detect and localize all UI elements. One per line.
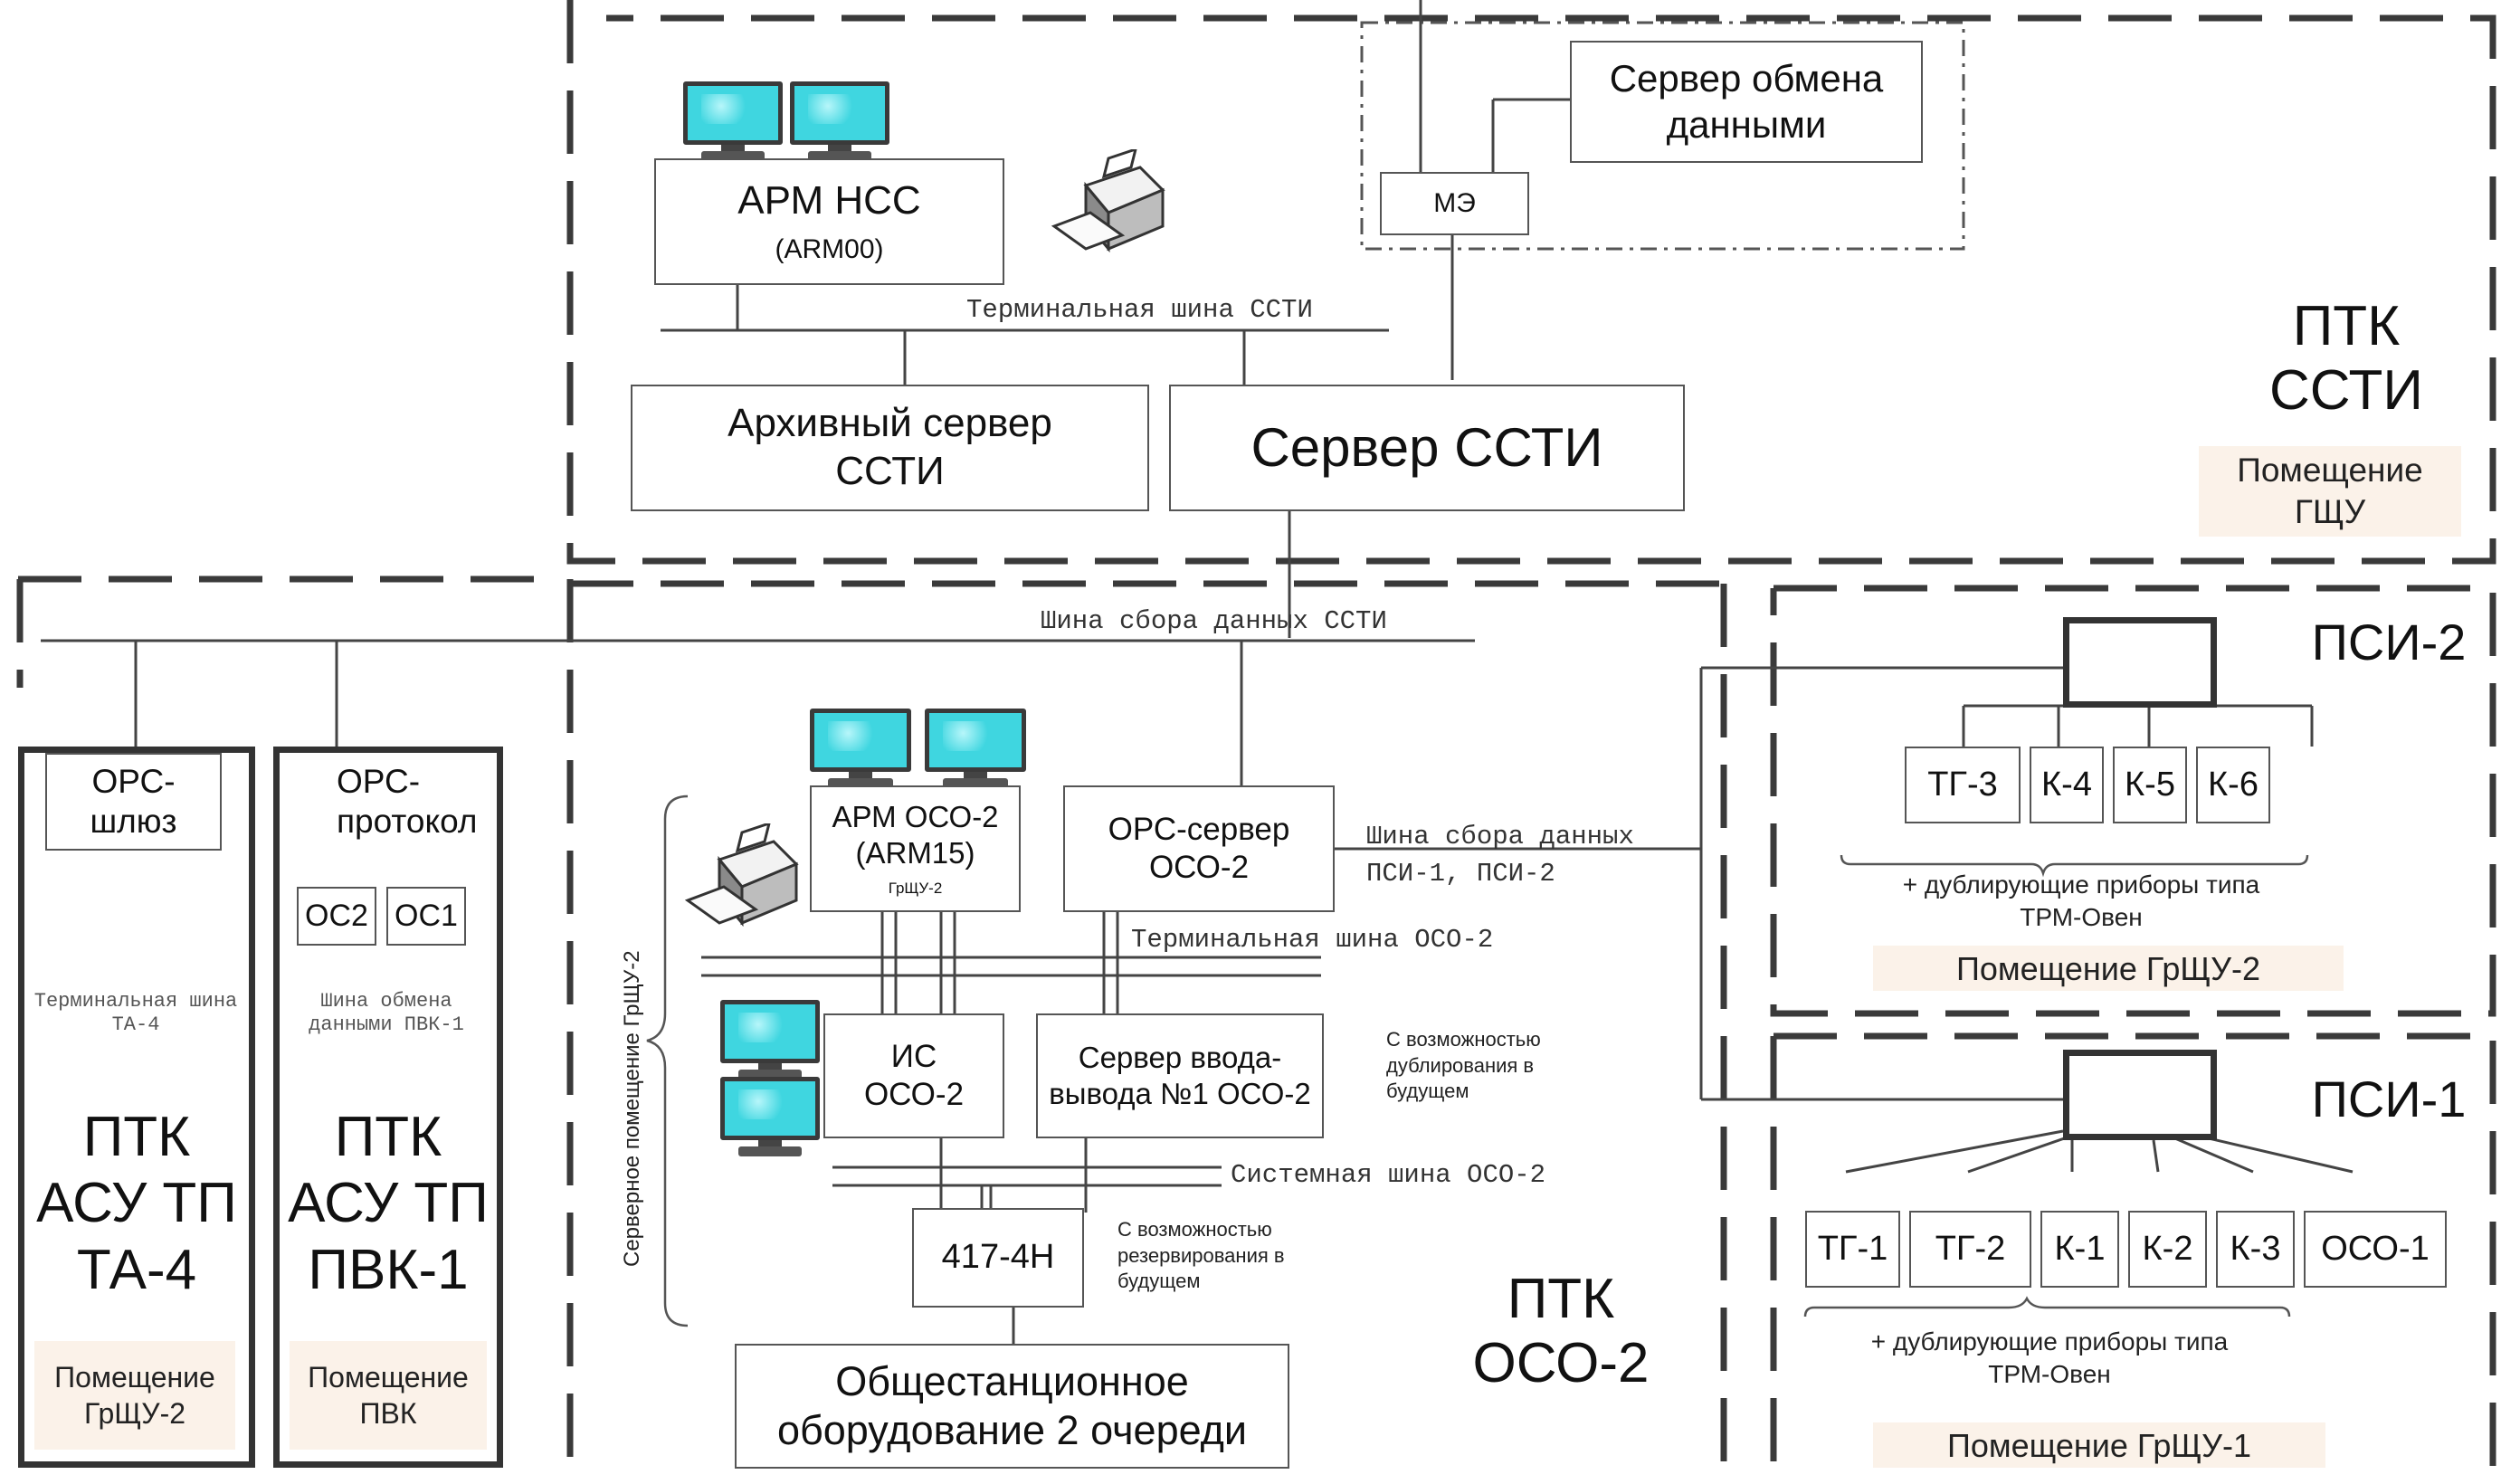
archive-server-box: Архивный сервер ССТИ: [631, 385, 1149, 511]
device-box: ТГ-1: [1805, 1211, 1900, 1288]
device-box: ТГ-3: [1905, 747, 2021, 823]
psi1-title: ПСИ-1: [2311, 1070, 2467, 1127]
device-box: К-2: [2128, 1211, 2207, 1288]
opc-server-box: ОРС-сервер ОСО-2: [1063, 785, 1335, 912]
ta4-bus-label: Терминальная шина ТА-4: [33, 990, 238, 1036]
psi2-room: Помещение ГрЩУ-2: [1873, 946, 2344, 991]
arm-nss-title: АРМ НСС: [737, 177, 921, 223]
os1-label: ОС1: [395, 899, 458, 934]
ta4-gateway-label: ОРС-шлюз: [90, 762, 177, 840]
archive-server-label: Архивный сервер ССТИ: [727, 401, 1052, 493]
device-box: ОСО-1: [2304, 1211, 2447, 1288]
plc-box: 417-4Н: [912, 1208, 1084, 1308]
pvk1-bus-label: Шина обмена данными ПВК-1: [309, 990, 464, 1036]
station-equipment-label: Общестанционное оборудование 2 очереди: [776, 1358, 1248, 1453]
ta4-title: ПТК АСУ ТП ТА-4: [36, 1106, 237, 1301]
psi-bus-label: Шина сбора данных ПСИ-1, ПСИ-2: [1366, 822, 1634, 889]
oso2-title: ПТК ОСО-2: [1472, 1268, 1650, 1395]
exchange-zone-border: [1360, 21, 1965, 251]
is-oso2-label: ИС ОСО-2: [863, 1039, 965, 1112]
ta4-gateway-box: ОРС-шлюз: [45, 753, 222, 851]
sscti-room-location: Помещение ГЩУ: [2199, 446, 2461, 537]
io-server-box: Сервер ввода-вывода №1 ОСО-2: [1036, 1013, 1324, 1138]
device-box: К-3: [2216, 1211, 2295, 1288]
io-server-note: С возможностью дублирования в будущем: [1386, 1028, 1541, 1103]
region-sscti-border: [566, 0, 2496, 565]
sscti-terminal-bus-label: Терминальная шина ССТИ: [966, 295, 1313, 325]
device-box: К-1: [2040, 1211, 2119, 1288]
arm-nss-box: АРМ НСС (ARM00): [654, 158, 1004, 285]
arm-oso2-title: АРМ ОСО-2: [832, 800, 999, 834]
os1-box: ОС1: [386, 887, 466, 946]
printer-icon: [684, 823, 799, 928]
station-equipment-box: Общестанционное оборудование 2 очереди: [735, 1344, 1289, 1469]
psi2-note: + дублирующие приборы типа ТРМ-Овен: [1902, 870, 2260, 932]
psi1-controller: [2063, 1050, 2217, 1140]
psi2-title: ПСИ-2: [2311, 614, 2467, 671]
monitor-icon: [925, 709, 1026, 788]
plc-label: 417-4Н: [941, 1238, 1055, 1277]
printer-icon: [1051, 149, 1165, 253]
pvk1-title: ПТК АСУ ТП ПВК-1: [288, 1106, 489, 1301]
monitor-icon: [790, 81, 889, 161]
server-sscti-box: Сервер ССТИ: [1169, 385, 1685, 511]
exchange-server-label: Сервер обмена данными: [1609, 57, 1884, 146]
psi2-controller: [2063, 617, 2217, 708]
arm-oso2-id: (ARM15): [855, 835, 975, 870]
pvk1-protocol-label: ОРС-протокол: [337, 763, 478, 840]
region-psi2-border: [1770, 585, 2496, 1017]
server-sscti-label: Сервер ССТИ: [1250, 417, 1603, 478]
oso2-system-bus-label: Системная шина ОСО-2: [1231, 1160, 1546, 1190]
oso2-terminal-bus-label: Терминальная шина ОСО-2: [1131, 925, 1494, 955]
exchange-server-box: Сервер обмена данными: [1570, 41, 1923, 163]
device-box: К-4: [2030, 747, 2104, 823]
me-box: МЭ: [1380, 172, 1529, 235]
monitor-icon: [720, 1000, 820, 1080]
pvk1-room: Помещение ПВК: [290, 1341, 487, 1450]
is-oso2-box: ИС ОСО-2: [823, 1013, 1004, 1138]
monitor-icon: [683, 81, 783, 161]
arm-oso2-box: АРМ ОСО-2 (ARM15) ГрЩУ-2: [810, 785, 1021, 912]
psi1-room: Помещение ГрЩУ-1: [1873, 1422, 2325, 1468]
me-label: МЭ: [1433, 188, 1476, 218]
plc-note: С возможностью резервирования в будущем: [1117, 1218, 1285, 1293]
oso2-server-room-label: Серверное помещение ГрЩУ-2: [620, 950, 644, 1267]
os2-label: ОС2: [305, 899, 368, 934]
arm-oso2-room: ГрЩУ-2: [888, 880, 943, 898]
ta4-room: Помещение ГрЩУ-2: [34, 1341, 235, 1450]
device-box: К-5: [2113, 747, 2187, 823]
device-box: ТГ-2: [1909, 1211, 2031, 1288]
sscti-room-title: ПТК ССТИ: [2269, 295, 2423, 423]
os2-box: ОС2: [297, 887, 376, 946]
psi1-note: + дублирующие приборы типа ТРМ-Овен: [1870, 1327, 2229, 1389]
opc-server-label: ОРС-сервер ОСО-2: [1108, 812, 1290, 885]
device-box: К-6: [2196, 747, 2270, 823]
arm-nss-id: (ARM00): [775, 234, 884, 265]
sscti-collection-bus-label: Шина сбора данных ССТИ: [1041, 606, 1387, 636]
monitor-icon: [810, 709, 911, 788]
io-server-label: Сервер ввода-вывода №1 ОСО-2: [1049, 1041, 1311, 1110]
region-psi1-border: [1774, 1032, 2496, 1484]
monitor-icon: [720, 1077, 820, 1156]
